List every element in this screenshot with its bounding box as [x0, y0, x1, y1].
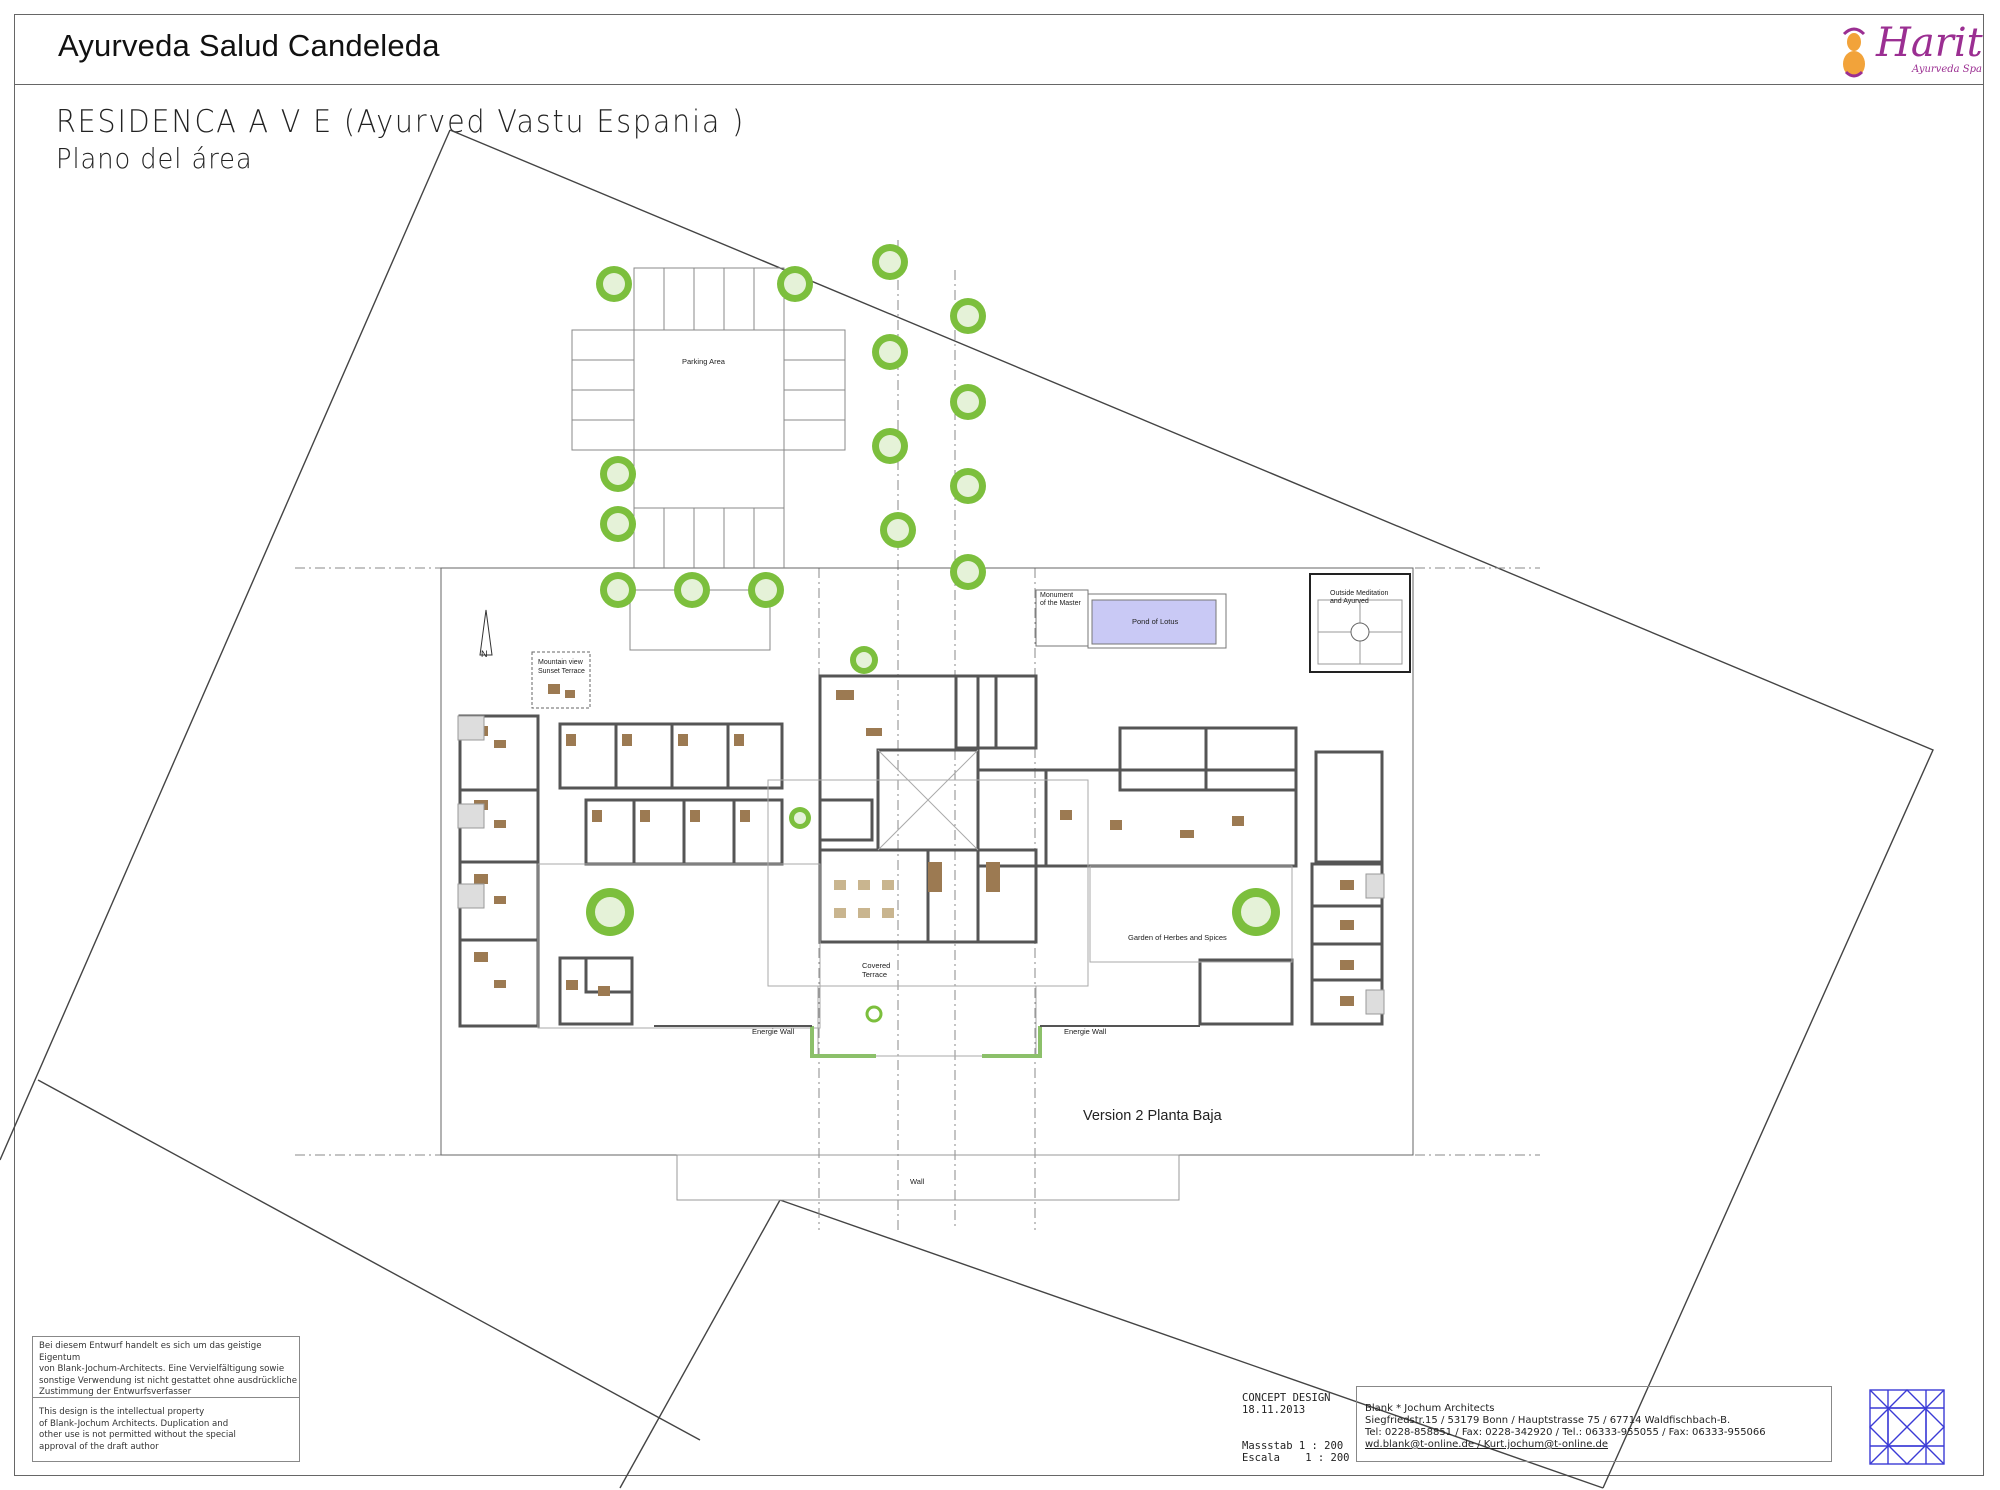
harit-logo: Harit Ayurveda Spa	[1832, 20, 1983, 80]
page-title: Ayurveda Salud Candeleda	[58, 28, 440, 63]
covered-label-2: Terrace	[862, 970, 887, 979]
north-label: N	[481, 649, 488, 659]
disclaimer-en-line: other use is not permitted without the s…	[39, 1430, 236, 1440]
tree-icon	[950, 298, 986, 334]
tree-icon	[600, 456, 636, 492]
tree-icon	[950, 384, 986, 420]
plan-subtitle: Plano del área	[56, 142, 253, 175]
monument-label-2: of the Master	[1040, 600, 1082, 607]
tree-icon	[872, 334, 908, 370]
tree-icon	[950, 468, 986, 504]
tree-icon	[850, 646, 878, 674]
mountain-terrace	[531, 651, 591, 709]
energie-wall-right-label: Energie Wall	[1064, 1027, 1107, 1036]
project-title: RESIDENCA A V E (Ayurved Vastu Espania )	[56, 104, 746, 140]
tree-icon	[748, 572, 784, 608]
disclaimer-de-line: sonstige Verwendung ist nicht gestattet …	[39, 1375, 298, 1386]
tree-icon	[586, 888, 634, 936]
parking-label: Parking Area	[682, 357, 726, 366]
garden-label: Garden of Herbes and Spices	[1128, 933, 1227, 942]
covered-terrace	[817, 985, 1037, 1057]
tree-icon	[600, 506, 636, 542]
bottom-wall	[676, 1154, 1180, 1201]
disclaimer-en-line: approval of the draft author	[39, 1441, 159, 1452]
tree-icon	[596, 266, 632, 302]
pond-of-lotus	[1091, 599, 1217, 645]
architect-phone: Tel: 0228-858851 / Fax: 0228-342920 / Te…	[1365, 1427, 1766, 1438]
tree-icon	[777, 266, 813, 302]
logo-wordmark: Harit	[1876, 20, 1983, 66]
tree-icon	[789, 807, 811, 829]
disclaimer-de-line: Zustimmung der Entwurfsverfasser	[39, 1387, 192, 1397]
scale-block: Massstab 1 : 200 Escala 1 : 200	[1242, 1440, 1349, 1464]
architect-email[interactable]: wd.blank@t-online.de / Kurt.jochum@t-onl…	[1365, 1439, 1609, 1450]
disclaimer-en-line: This design is the intellectual property	[39, 1407, 205, 1417]
tree-icon	[1232, 888, 1280, 936]
concept-date: 18.11.2013	[1242, 1404, 1306, 1416]
meditation-label-2: and Ayurved	[1330, 598, 1369, 605]
lotus-vase-icon	[1842, 27, 1866, 78]
monument-label-1: Monument	[1040, 592, 1073, 599]
meditation-area	[1309, 573, 1411, 673]
scale-spanish: Escala 1 : 200	[1242, 1452, 1350, 1464]
copyright-notice: Bei diesem Entwurf handelt es sich um da…	[32, 1336, 300, 1462]
drawing-frame	[14, 14, 1984, 1476]
wall-label: Wall	[910, 1177, 925, 1186]
architect-address: Siegfriedstr.15 / 53179 Bonn / Hauptstra…	[1365, 1415, 1731, 1426]
hedges	[810, 1026, 1042, 1058]
north-arrow-icon: N	[479, 609, 493, 659]
tree-icon	[950, 554, 986, 590]
dining-tables	[834, 880, 894, 918]
tree-icon	[872, 428, 908, 464]
disclaimer-german: Bei diesem Entwurf handelt es sich um da…	[39, 1341, 297, 1399]
version-label: Version 2 Planta Baja	[1083, 1108, 1223, 1124]
architect-box: Blank * Jochum Architects Siegfriedstr.1…	[1356, 1386, 1832, 1462]
disclaimer-de-line: von Blank-Jochum-Architects. Eine Vervie…	[39, 1364, 285, 1374]
tree-icon	[880, 512, 916, 548]
mountain-label-1: Mountain view	[538, 659, 584, 666]
meditation-label-1: Outside Meditation	[1330, 590, 1388, 597]
tree-icon	[674, 572, 710, 608]
disclaimer-en-line: of Blank-Jochum Architects. Duplication …	[39, 1418, 229, 1429]
concept-title: CONCEPT DESIGN	[1242, 1392, 1331, 1404]
concept-block: CONCEPT DESIGN 18.11.2013	[1242, 1392, 1331, 1416]
disclaimer-english: This design is the intellectual property…	[39, 1407, 297, 1453]
pond-label: Pond of Lotus	[1132, 617, 1179, 626]
scale-german: Massstab 1 : 200	[1242, 1440, 1344, 1452]
site-boundary	[0, 129, 1934, 1489]
tree-icon	[600, 572, 636, 608]
building-walls	[458, 674, 1384, 1028]
terrace-tags	[457, 715, 1385, 1015]
trees	[586, 244, 1280, 936]
mountain-label-2: Sunset Terrace	[538, 668, 585, 675]
disclaimer-de-line: Bei diesem Entwurf handelt es sich um da…	[39, 1341, 262, 1363]
header-divider	[14, 84, 1984, 85]
architect-name: Blank * Jochum Architects	[1365, 1403, 1495, 1414]
vastu-mandala-icon	[1869, 1389, 1945, 1465]
covered-label-1: Covered	[862, 961, 890, 970]
energie-wall-left-label: Energie Wall	[752, 1027, 795, 1036]
tree-icon	[872, 244, 908, 280]
logo-tagline: Ayurveda Spa	[1912, 64, 1983, 75]
